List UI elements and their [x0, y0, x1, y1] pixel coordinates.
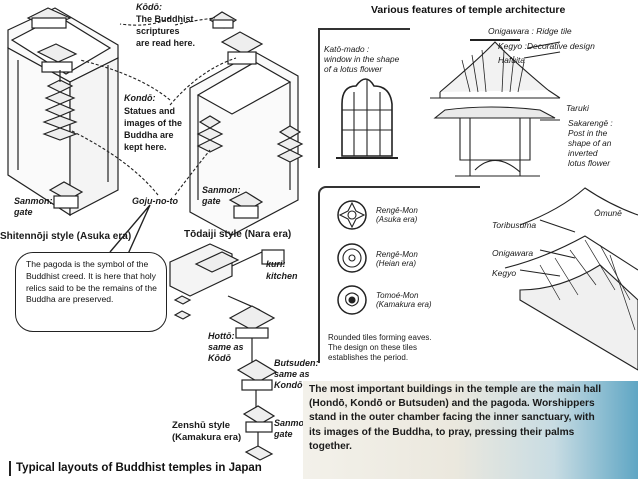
tomoe-label: Tomoé-Mon (Kamakura era) — [376, 291, 432, 309]
kuri-kitchen-label: kuri: kitchen — [266, 259, 298, 281]
renge-heian-tile-icon — [337, 243, 367, 273]
taruki-label: Taruki — [566, 103, 589, 113]
rounded-tiles-caption: Rounded tiles forming eaves. The design … — [328, 333, 432, 362]
renge-heian-label: Rengē-Mon (Heian era) — [376, 250, 418, 268]
kegyo-label: Kegyo — [492, 268, 517, 278]
pagoda-bubble-text: The pagoda is the symbol of the Buddhist… — [26, 259, 157, 305]
kato-mado-box — [318, 28, 410, 168]
kodo-label: Kōdō: — [136, 2, 162, 12]
goju-no-to-label: Goju-no-to — [132, 196, 178, 206]
onigawara-ridge-tile-label: Onigawara : Ridge tile — [488, 26, 572, 36]
todaiji-style-heading: Tōdaiji style (Nara era) — [184, 229, 292, 240]
renge-asuka-label: Rengē-Mon (Asuka era) — [376, 206, 418, 224]
hotto-label: Hottō: same as Kōdō — [208, 331, 244, 363]
tomoe-tile-icon — [337, 285, 367, 315]
renge-asuka-tile-icon — [337, 200, 367, 230]
zenshu-style-heading: Zenshū style (Kamakura era) — [172, 420, 242, 443]
eaves-roof-drawing — [504, 187, 638, 371]
temple-elevation-drawing — [430, 39, 561, 177]
kondo-description: Statues and images of the Buddha are kep… — [124, 106, 183, 152]
sakarenge-label: Sakarengē : Post in the shape of an inve… — [568, 118, 613, 168]
onigawara-label: Onigawara — [492, 248, 534, 258]
pointer-arrows — [69, 17, 237, 196]
pagoda-speech-bubble — [15, 252, 167, 332]
todaiji-compound-drawing — [189, 11, 304, 236]
architecture-features-title: Various features of temple architecture — [371, 4, 566, 16]
butsuden-label: Butsuden: same as Kondō — [274, 358, 319, 390]
kondo-label: Kondō: — [124, 93, 156, 103]
sanmon-gate-label-bottom: Sanmon: gate — [274, 418, 313, 439]
info-box — [303, 381, 638, 479]
kegyo-decorative-label: Kegyo :Decorative design — [498, 41, 595, 51]
rounded-tiles-box — [318, 186, 480, 363]
toribusuma-label: Toribusuma — [492, 220, 537, 230]
zenshu-layout-drawing — [169, 243, 285, 461]
shitennoji-style-heading: Shitennōji style (Asuka era) — [0, 231, 132, 242]
kato-mado-label: Katō-mado : window in the shape of a lot… — [324, 44, 400, 74]
shitennoji-compound-drawing — [7, 7, 119, 217]
kodo-description: The Buddhist scriptures are read here. — [136, 14, 196, 48]
sanmon-gate-label-left: Sanmon: gate — [14, 196, 53, 217]
info-box-text: The most important buildings in the temp… — [309, 384, 602, 452]
sanmon-gate-label-right: Sanmon: gate — [202, 185, 241, 206]
hafuita-label: Hafuita — [498, 55, 525, 65]
left-panel-caption: Typical layouts of Buddhist temples in J… — [16, 462, 262, 474]
kato-mado-window-drawing — [336, 78, 398, 159]
omune-label: Ōmunē — [594, 208, 622, 218]
